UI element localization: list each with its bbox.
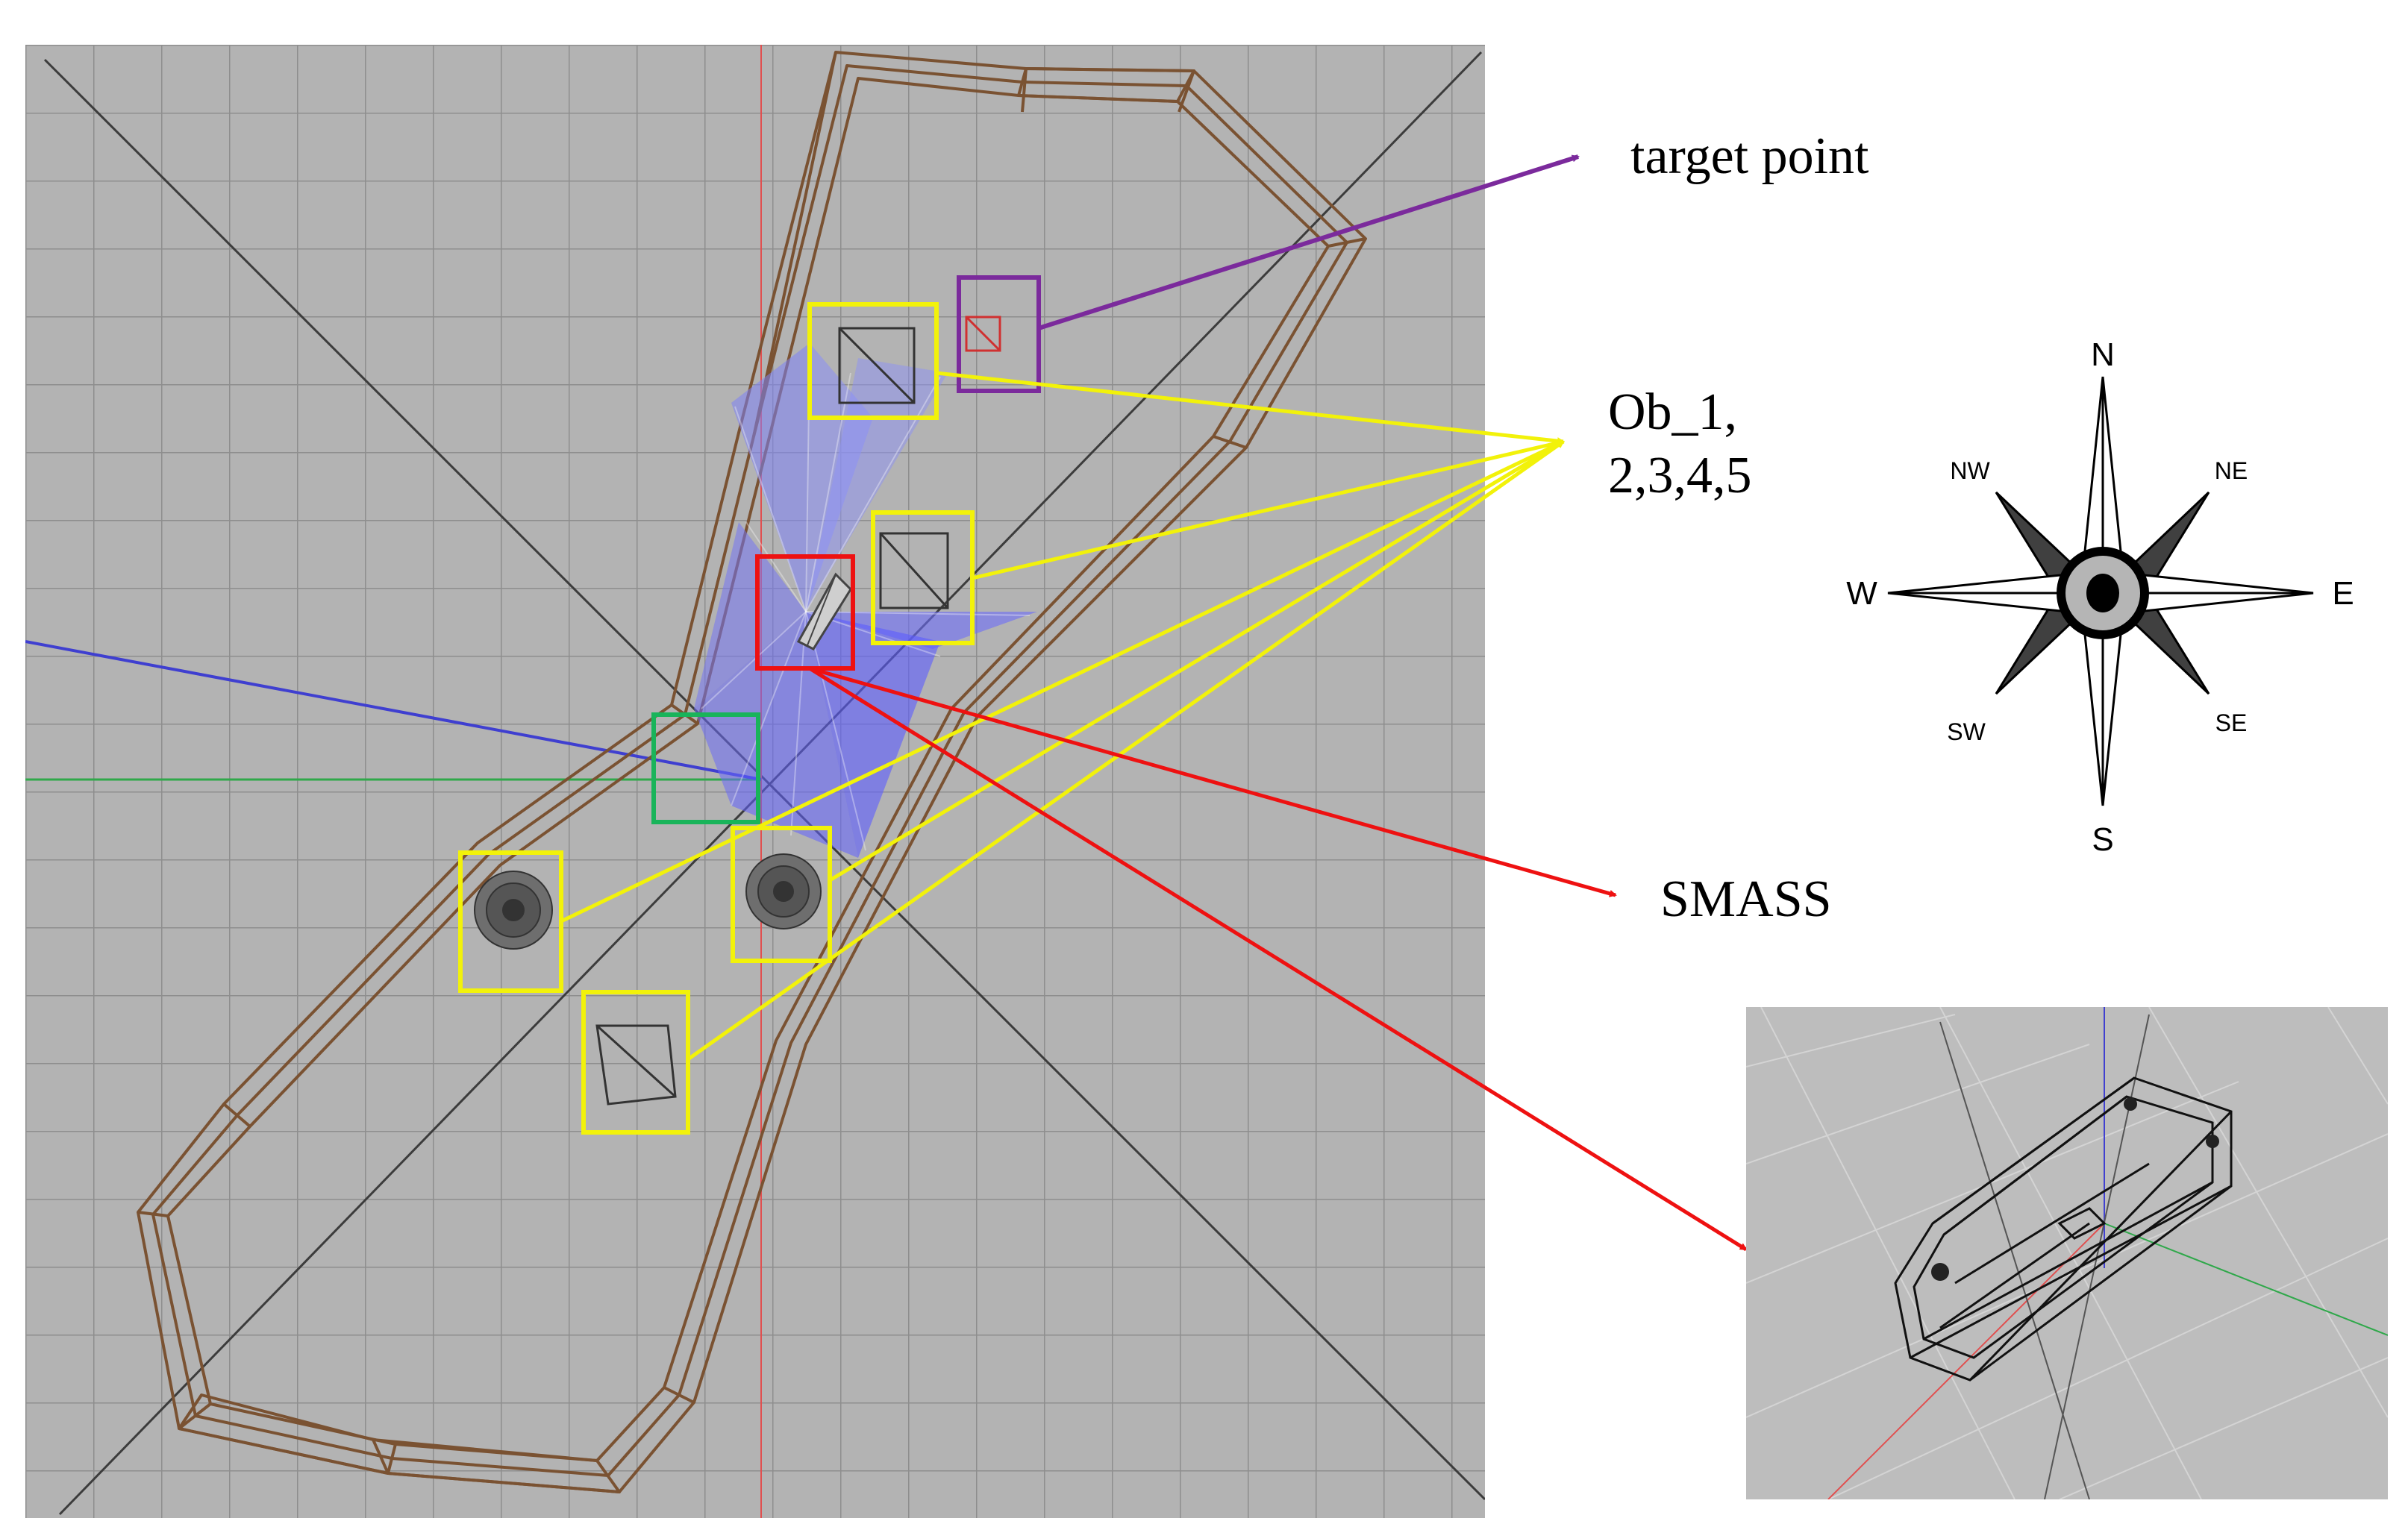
compass-cardinal-points — [1887, 376, 2314, 806]
smass-label: SMASS — [1660, 871, 1832, 928]
compass-center-dot — [2086, 574, 2119, 612]
smass-highlight-box — [755, 554, 855, 671]
obstacles-label-line2: 2,3,4,5 — [1608, 447, 1752, 504]
obstacle-cube-2 — [879, 532, 949, 609]
smass-3d-inset-view — [1746, 1007, 2388, 1499]
obstacle-cylinder-1 — [474, 871, 553, 950]
obstacle-highlight-box-3 — [458, 850, 563, 993]
compass-nw: NW — [1950, 457, 1990, 484]
obstacle-callout-arrows — [560, 371, 1565, 1062]
obstacle-highlight-box-1 — [807, 302, 939, 420]
obstacle-cube-3 — [595, 1024, 677, 1106]
obstacle-cylinder-2 — [745, 853, 822, 929]
compass-sw: SW — [1947, 718, 1986, 745]
sensor-rays — [694, 343, 1037, 858]
simulation-viewport — [25, 45, 1485, 1518]
blue-axis-line — [25, 640, 762, 781]
compass-ne: NE — [2215, 457, 2248, 484]
compass-s: S — [2092, 821, 2113, 858]
smass-callout-arrows — [808, 666, 1748, 1252]
compass-rose: N S W E NW NE SW SE — [1846, 336, 2354, 858]
obstacle-cube-1 — [838, 327, 916, 404]
target-point-label: target point — [1630, 128, 1869, 185]
compass-n: N — [2091, 336, 2115, 373]
obstacle-highlight-box-4 — [731, 826, 832, 963]
start-highlight-box — [651, 712, 760, 824]
obstacles-label-line1: Ob_1, — [1608, 383, 1737, 441]
target-highlight-box — [957, 275, 1041, 393]
target-point-marker — [965, 316, 1001, 352]
hull-wireframe — [137, 51, 1367, 1493]
compass-e: E — [2332, 575, 2354, 612]
smass-vessel — [796, 572, 852, 650]
target-callout-arrow — [1038, 154, 1580, 330]
compass-se: SE — [2215, 709, 2248, 736]
compass-w: W — [1846, 575, 1877, 612]
obstacle-highlight-box-5 — [581, 990, 690, 1135]
